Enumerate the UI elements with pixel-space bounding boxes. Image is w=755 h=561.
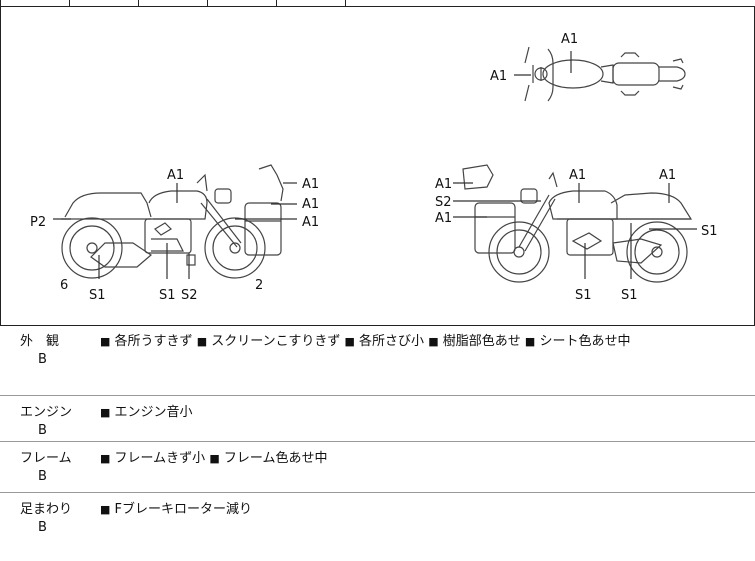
callout-label: A1 — [302, 177, 319, 192]
callout-label: A1 — [561, 32, 578, 47]
damage-diagram-panel: A1 A1 A1 A1 A1 A1 P2 6 S1 S1 S2 2 A1 S2 … — [0, 6, 755, 326]
bullet-icon: ■ — [196, 335, 208, 348]
callout-label: A1 — [302, 197, 319, 212]
motorcycle-left-view — [61, 164, 284, 279]
callout-label: A1 — [435, 177, 452, 192]
callout-label: A1 — [490, 69, 507, 84]
callout-label: P2 — [30, 215, 46, 230]
note-item: フレーム色あせ中 — [223, 451, 328, 466]
callout-label: S2 — [181, 288, 198, 303]
row-category: エンジン — [20, 405, 73, 420]
row-grade: B — [38, 352, 47, 367]
strip-cell — [345, 0, 755, 6]
row-category: 足まわり — [20, 502, 73, 517]
row-notes: ■ 各所うすきず ■ スクリーンこすりきず ■ 各所さび小 ■ 樹脂部色あせ ■… — [100, 330, 630, 349]
callout-label: A1 — [302, 215, 319, 230]
callout-label: A1 — [569, 168, 586, 183]
callout-label: S1 — [575, 288, 592, 303]
damage-diagram: A1 A1 A1 A1 A1 A1 P2 6 S1 S1 S2 2 A1 S2 … — [30, 32, 718, 303]
condition-row-exterior: 外 観 B ■ 各所うすきず ■ スクリーンこすりきず ■ 各所さび小 ■ 樹脂… — [0, 325, 755, 396]
motorcycle-top-view — [524, 46, 686, 102]
bullet-icon: ■ — [344, 335, 355, 348]
callout-label: A1 — [167, 168, 184, 183]
note-item: エンジン音小 — [114, 405, 193, 420]
callout-label: A1 — [435, 211, 452, 226]
strip-cell — [207, 0, 277, 6]
bullet-icon: ■ — [100, 452, 111, 465]
note-item: 各所さび小 — [359, 334, 425, 349]
note-item: 樹脂部色あせ — [442, 334, 521, 349]
callout-label: S1 — [701, 224, 718, 239]
note-item: Fブレーキローター減り — [114, 502, 253, 517]
bullet-icon: ■ — [100, 335, 111, 348]
condition-row-suspension: 足まわり B ■ Fブレーキローター減り — [0, 493, 755, 561]
condition-row-engine: エンジン B ■ エンジン音小 — [0, 396, 755, 442]
callout-label: S1 — [621, 288, 638, 303]
note-item: シート色あせ中 — [539, 334, 631, 349]
callout-label: S1 — [159, 288, 176, 303]
strip-cell — [69, 0, 139, 6]
bullet-icon: ■ — [100, 406, 111, 419]
bullet-icon: ■ — [428, 335, 439, 348]
callout-label: A1 — [659, 168, 676, 183]
note-item: フレームきず小 — [114, 451, 206, 466]
row-notes: ■ フレームきず小 ■ フレーム色あせ中 — [100, 447, 327, 466]
bullet-icon: ■ — [209, 452, 220, 465]
top-table-strip — [0, 0, 755, 6]
note-item: 各所うすきず — [114, 334, 193, 349]
condition-row-frame: フレーム B ■ フレームきず小 ■ フレーム色あせ中 — [0, 442, 755, 493]
callout-labels: A1 A1 A1 A1 A1 A1 P2 6 S1 S1 S2 2 A1 S2 … — [30, 32, 718, 303]
callout-label: S2 — [435, 195, 452, 210]
strip-cell — [138, 0, 208, 6]
note-item: スクリーンこすりきず — [211, 334, 341, 349]
strip-cell — [0, 0, 70, 6]
row-category: フレーム — [20, 451, 72, 466]
bullet-icon: ■ — [524, 335, 536, 348]
row-grade: B — [38, 520, 47, 535]
row-category: 外 観 — [20, 334, 60, 349]
bullet-icon: ■ — [100, 503, 111, 516]
row-notes: ■ Fブレーキローター減り — [100, 498, 252, 517]
row-notes: ■ エンジン音小 — [100, 401, 193, 420]
row-grade: B — [38, 469, 47, 484]
strip-cell — [276, 0, 346, 6]
callout-label: S1 — [89, 288, 106, 303]
callout-label: 6 — [60, 278, 68, 293]
callout-leaders — [53, 51, 697, 279]
row-grade: B — [38, 423, 47, 438]
callout-label: 2 — [255, 278, 263, 293]
